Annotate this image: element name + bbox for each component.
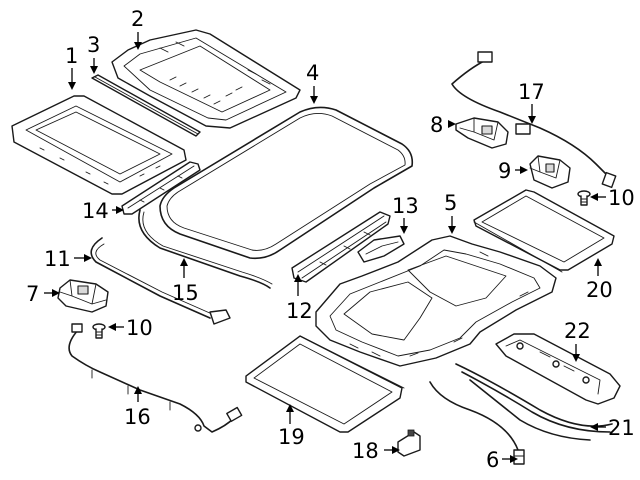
- callout-5: 5: [444, 191, 457, 215]
- part-14-deflector: [121, 161, 201, 215]
- part-13-bracket: [357, 235, 405, 263]
- leader-lines: [44, 32, 606, 463]
- part-2-glass-frame: [111, 29, 301, 129]
- part-22-control-bracket: [495, 333, 621, 405]
- part-6-drain-valve: [429, 381, 525, 465]
- callout-3: 3: [87, 33, 100, 57]
- callout-6: 6: [486, 448, 499, 472]
- part-19-sunshade: [245, 335, 405, 433]
- part-10-screw-right: [577, 190, 591, 206]
- part-10-screw-left: [92, 323, 106, 339]
- callout-2: 2: [131, 7, 144, 31]
- callout-1: 1: [65, 44, 78, 68]
- callout-4: 4: [306, 61, 319, 85]
- part-11-drain-hose: [90, 237, 231, 325]
- part-12-guide-rail-left: [291, 211, 391, 283]
- part-1-glass-panel: [11, 95, 187, 195]
- callout-11: 11: [44, 247, 71, 271]
- callout-13: 13: [392, 194, 419, 218]
- callout-10-left: 10: [126, 316, 153, 340]
- callout-16: 16: [124, 405, 151, 429]
- part-17-harness: [451, 51, 617, 189]
- part-7-motor: [57, 279, 109, 313]
- callout-labels: 2 1 3 4 5 6 7 8 9 10 10 11 12 13 14 15 1…: [26, 7, 635, 472]
- part-5-sunroof-frame: [315, 235, 557, 367]
- callout-17: 17: [518, 80, 545, 104]
- callout-14: 14: [82, 199, 109, 223]
- part-18-clip: [397, 429, 421, 457]
- part-3-seal-strip: [91, 74, 201, 137]
- callout-18: 18: [352, 439, 379, 463]
- callout-21: 21: [608, 416, 635, 440]
- callout-19: 19: [278, 425, 305, 449]
- callout-12: 12: [286, 299, 313, 323]
- callout-7: 7: [26, 282, 39, 306]
- callout-20: 20: [586, 278, 613, 302]
- part-15-side-seal: [138, 209, 273, 289]
- callout-15: 15: [172, 281, 199, 305]
- part-4-weatherstrip: [159, 106, 414, 260]
- callout-10-right: 10: [608, 186, 635, 210]
- part-9-motor: [529, 155, 571, 189]
- part-8-motor: [455, 117, 509, 149]
- part-16-wiring-harness: [68, 323, 243, 433]
- part-21-drain-hoses: [455, 363, 613, 441]
- part-20-rear-sunshade: [473, 189, 615, 273]
- callout-9: 9: [498, 159, 511, 183]
- callout-22: 22: [564, 319, 591, 343]
- callout-8: 8: [430, 113, 443, 137]
